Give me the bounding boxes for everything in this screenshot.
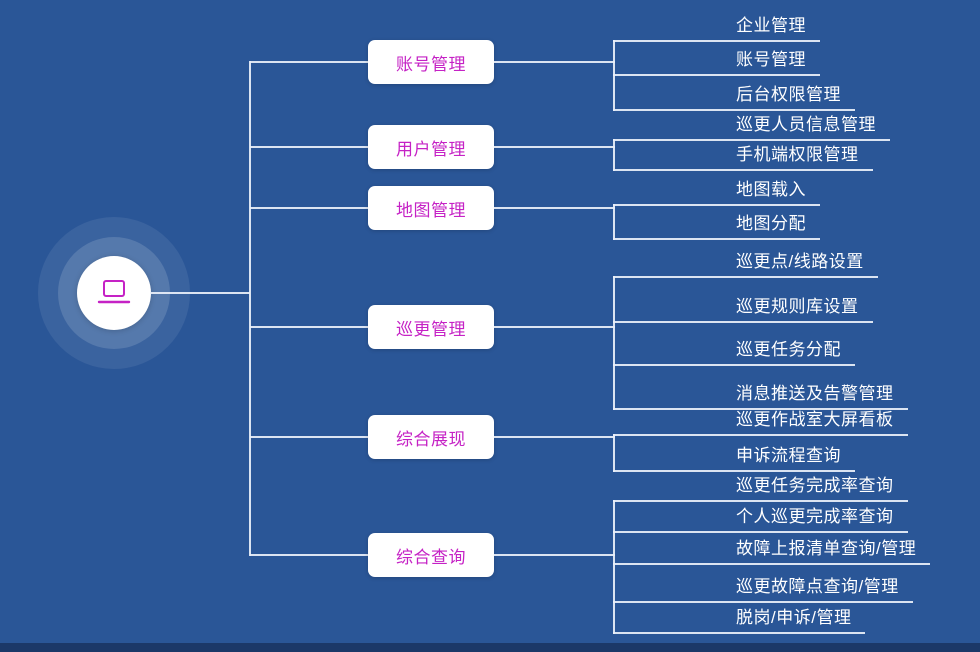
leaf-item[interactable]: 巡更作战室大屏看板 (613, 408, 908, 436)
branch-node-label: 地图管理 (396, 200, 466, 220)
branch-node[interactable]: 地图管理 (368, 186, 494, 230)
branch-node[interactable]: 巡更管理 (368, 305, 494, 349)
leaf-group-line (613, 434, 615, 472)
branch-node[interactable]: 综合查询 (368, 533, 494, 577)
leaf-label: 手机端权限管理 (736, 145, 859, 164)
leaf-item[interactable]: 巡更任务分配 (613, 338, 855, 366)
leaf-group-line (613, 139, 615, 171)
leaf-group-line (613, 500, 615, 634)
node-leaf-connector-line (494, 326, 615, 328)
leaf-label: 个人巡更完成率查询 (736, 507, 894, 526)
leaf-group-line (613, 276, 615, 410)
branch-node-label: 综合展现 (396, 429, 466, 449)
leaf-item[interactable]: 账号管理 (613, 48, 820, 76)
branch-node-label: 用户管理 (396, 139, 466, 159)
leaf-item[interactable]: 故障上报清单查询/管理 (613, 537, 931, 565)
leaf-item[interactable]: 地图分配 (613, 212, 820, 240)
leaf-label: 消息推送及告警管理 (736, 384, 894, 403)
branch-connector-line (250, 207, 368, 209)
leaf-label: 故障上报清单查询/管理 (736, 539, 917, 558)
branch-connector-line (250, 146, 368, 148)
leaf-item[interactable]: 地图载入 (613, 178, 820, 206)
leaf-item[interactable]: 个人巡更完成率查询 (613, 505, 908, 533)
leaf-item[interactable]: 后台权限管理 (613, 83, 855, 111)
node-leaf-connector-line (494, 146, 615, 148)
node-leaf-connector-line (494, 207, 615, 209)
leaf-label: 申诉流程查询 (736, 446, 841, 465)
leaf-label: 企业管理 (736, 16, 806, 35)
leaf-label: 巡更点/线路设置 (736, 252, 864, 271)
leaf-label: 后台权限管理 (736, 85, 841, 104)
leaf-label: 巡更任务完成率查询 (736, 476, 894, 495)
leaf-label: 地图载入 (736, 180, 806, 199)
leaf-item[interactable]: 巡更任务完成率查询 (613, 474, 908, 502)
branch-node-label: 综合查询 (396, 547, 466, 567)
leaf-label: 巡更人员信息管理 (736, 115, 876, 134)
branch-node[interactable]: 用户管理 (368, 125, 494, 169)
trunk-line (249, 61, 251, 556)
branch-connector-line (250, 61, 368, 63)
leaf-item[interactable]: 巡更人员信息管理 (613, 113, 890, 141)
leaf-label: 巡更作战室大屏看板 (736, 410, 894, 429)
leaf-label: 账号管理 (736, 50, 806, 69)
leaf-label: 巡更故障点查询/管理 (736, 577, 899, 596)
root-connector-line (150, 292, 250, 294)
branch-connector-line (250, 554, 368, 556)
branch-node-label: 账号管理 (396, 54, 466, 74)
leaf-item[interactable]: 申诉流程查询 (613, 444, 855, 472)
root-node[interactable] (77, 256, 151, 330)
node-leaf-connector-line (494, 436, 615, 438)
leaf-label: 脱岗/申诉/管理 (736, 608, 852, 627)
leaf-item[interactable]: 企业管理 (613, 14, 820, 42)
footer-bar (0, 643, 980, 652)
leaf-group-line (613, 204, 615, 240)
branch-node[interactable]: 账号管理 (368, 40, 494, 84)
leaf-item[interactable]: 巡更故障点查询/管理 (613, 575, 913, 603)
leaf-label: 地图分配 (736, 214, 806, 233)
leaf-label: 巡更任务分配 (736, 340, 841, 359)
leaf-item[interactable]: 巡更规则库设置 (613, 295, 873, 323)
branch-node-label: 巡更管理 (396, 319, 466, 339)
leaf-item[interactable]: 脱岗/申诉/管理 (613, 606, 866, 634)
node-leaf-connector-line (494, 554, 615, 556)
leaf-item[interactable]: 消息推送及告警管理 (613, 382, 908, 410)
branch-connector-line (250, 436, 368, 438)
leaf-label: 巡更规则库设置 (736, 297, 859, 316)
node-leaf-connector-line (494, 61, 615, 63)
laptop-icon (97, 280, 131, 304)
branch-node[interactable]: 综合展现 (368, 415, 494, 459)
leaf-item[interactable]: 手机端权限管理 (613, 143, 873, 171)
leaf-item[interactable]: 巡更点/线路设置 (613, 250, 878, 278)
branch-connector-line (250, 326, 368, 328)
